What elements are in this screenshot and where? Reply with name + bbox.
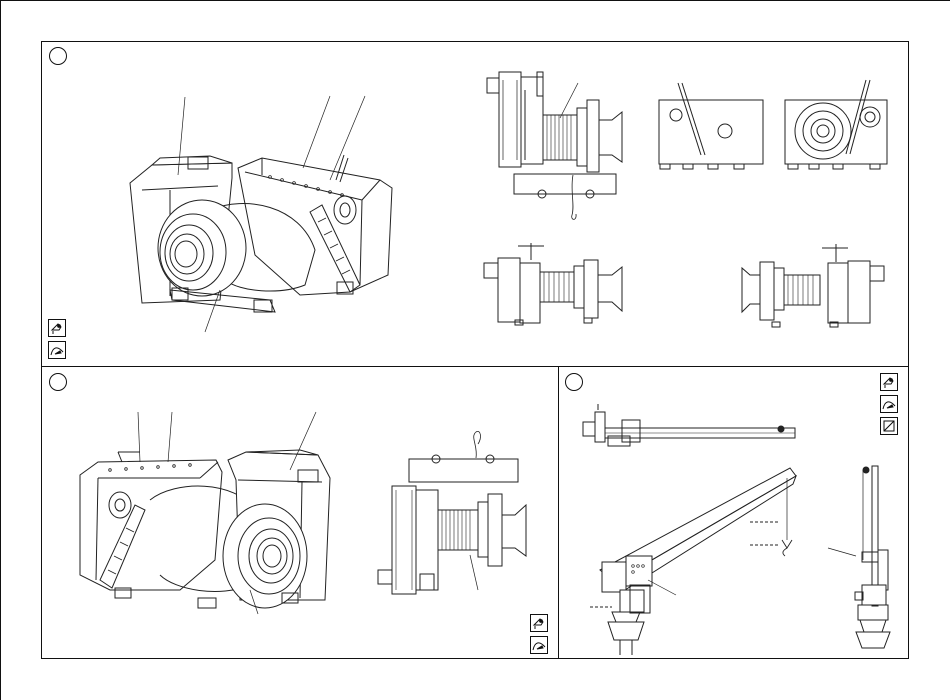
hand-pointer-icon[interactable] xyxy=(530,614,548,632)
crane-boom-top-view xyxy=(583,404,795,446)
crane-side-view xyxy=(828,466,890,648)
frame-square-icon[interactable] xyxy=(880,417,898,435)
pen-curve-icon[interactable] xyxy=(530,636,548,654)
pen-curve-icon[interactable] xyxy=(880,395,898,413)
hand-pointer-icon[interactable] xyxy=(48,319,66,337)
hand-pointer-icon[interactable] xyxy=(880,373,898,391)
pen-curve-icon[interactable] xyxy=(48,341,66,359)
crane-boom-iso-view xyxy=(590,468,796,655)
